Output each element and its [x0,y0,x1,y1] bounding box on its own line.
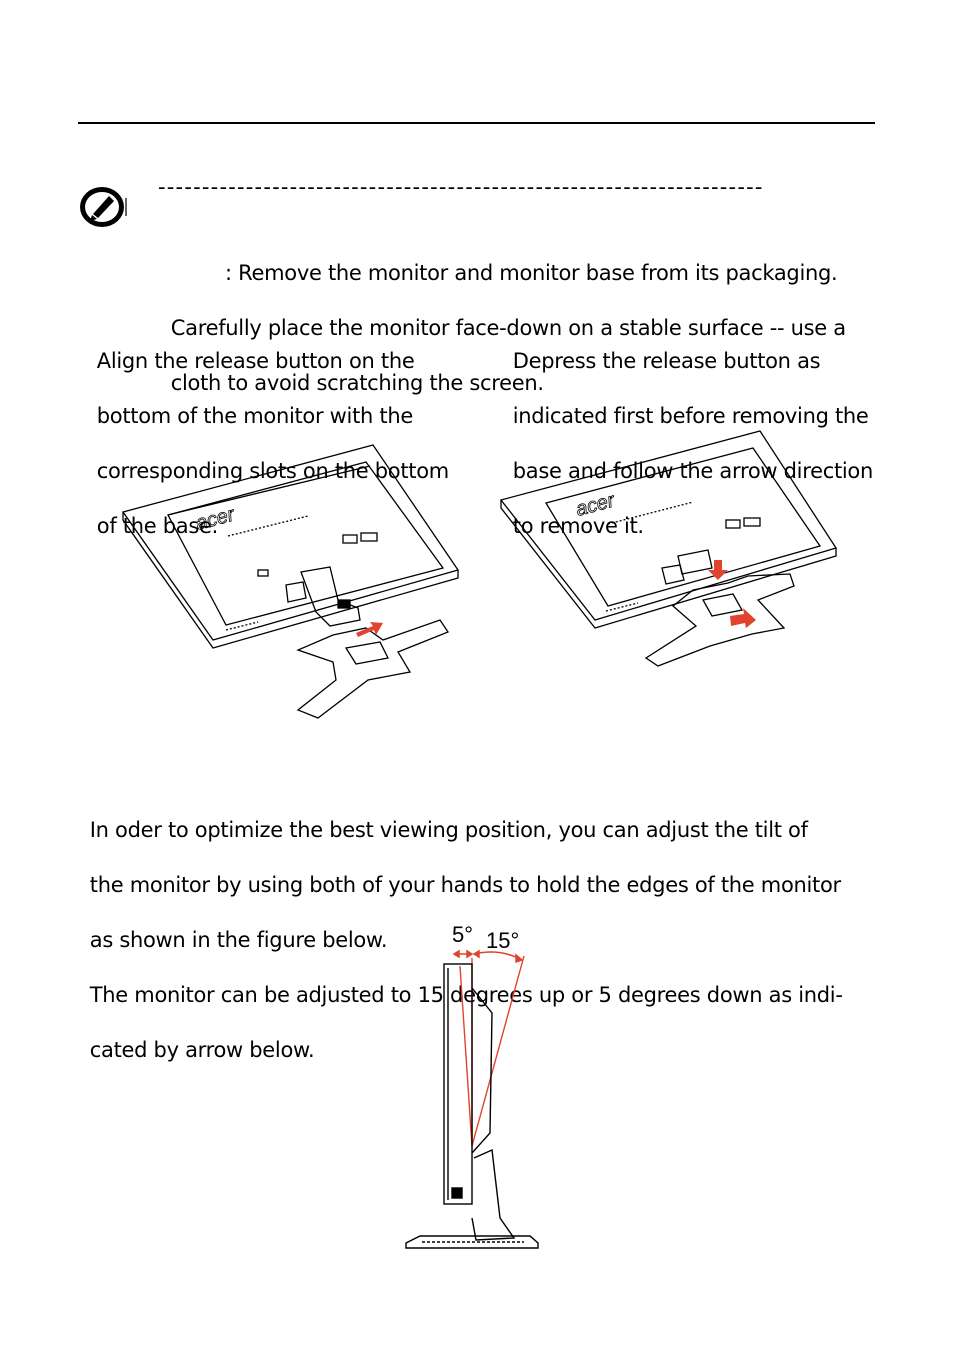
tilt-line-2: the monitor by using both of your hands … [89,872,841,897]
remove-line-1: Depress the release button as [512,348,821,373]
arrow-remove-icon [730,608,756,628]
note-line-1: : Remove the monitor and monitor base fr… [225,261,838,285]
remove-line-4: to remove it. [512,513,644,538]
attach-line-2: bottom of the monitor with the [96,403,414,428]
tilt-down-label: 5° [452,922,473,947]
attach-line-3: corresponding slots on the bottom [96,458,449,483]
remove-base-illustration: acer [499,430,838,667]
remove-instructions: Depress the release button as indicated … [500,320,890,540]
tilt-illustration: 5° 15° [405,922,539,1249]
note-text: : Remove the monitor and monitor base fr… [158,205,878,398]
tilt-instructions: In oder to optimize the best viewing pos… [77,789,887,1064]
remove-line-3: base and follow the arrow direction [512,458,874,483]
tilt-line-5: cated by arrow below. [89,1037,315,1062]
note-line-3: cloth to avoid scratching the screen. [170,371,544,395]
attach-line-4: of the base. [96,513,219,538]
note-line-2: Carefully place the monitor face-down on… [170,316,846,340]
tilt-up-label: 15° [486,928,519,953]
attach-instructions: Align the release button on the bottom o… [84,320,464,540]
attach-line-1: Align the release button on the [96,348,415,373]
acer-logo-left: acer [194,503,239,535]
note-icon [80,187,127,227]
arrow-press-icon [708,560,728,580]
attach-base-illustration: acer [121,444,460,719]
tilt-line-4: The monitor can be adjusted to 15 degree… [89,982,843,1007]
tilt-line-3: as shown in the figure below. [89,927,388,952]
header-rule [78,122,875,124]
remove-line-2: indicated first before removing the [512,403,869,428]
tilt-line-1: In oder to optimize the best viewing pos… [89,817,808,842]
note-dashes: ----------------------------------------… [158,175,764,199]
arrow-attach-icon [356,622,383,637]
